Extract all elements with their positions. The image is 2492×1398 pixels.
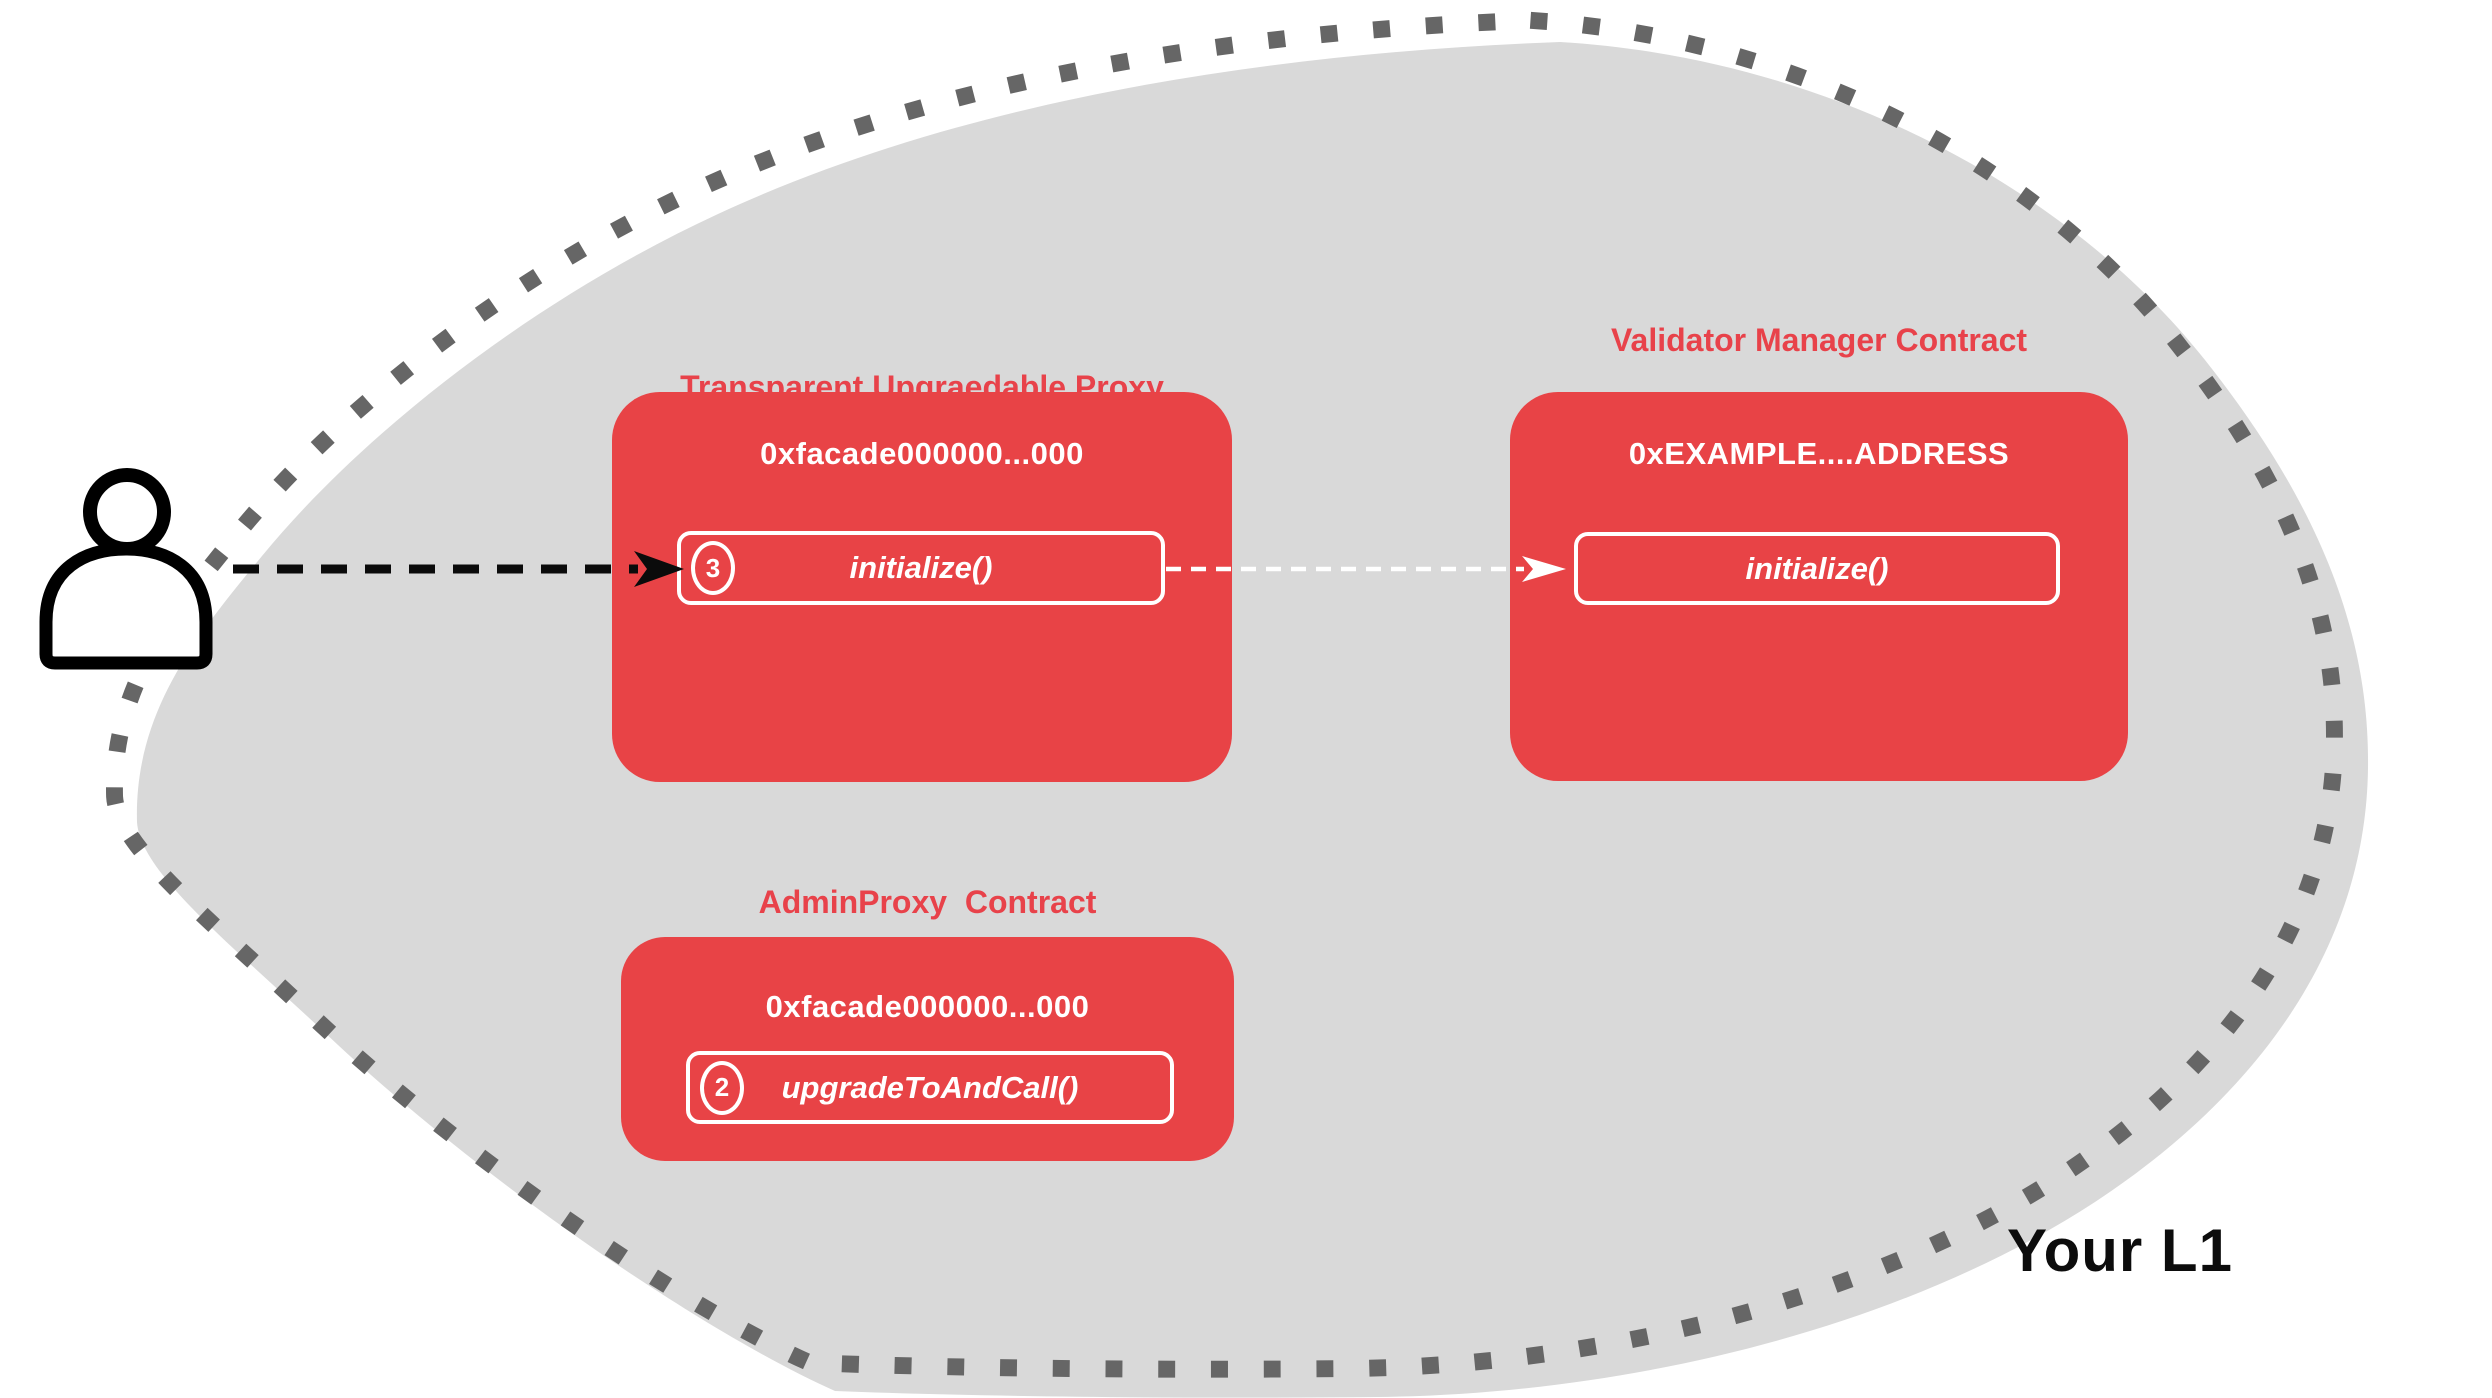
validator-manager-initialize-label: initialize() bbox=[1745, 550, 1889, 586]
admin-proxy-address: 0xfacade000000...000 bbox=[765, 989, 1090, 1024]
step-3-badge: 3 bbox=[691, 541, 735, 595]
proxy-initialize-button: 3 initialize() bbox=[677, 531, 1165, 605]
validator-manager-title: Validator Manager Contract bbox=[1610, 322, 2028, 358]
upgrade-to-and-call-label: upgradeToAndCall() bbox=[781, 1069, 1079, 1105]
proxy-contract-address: 0xfacade000000...000 bbox=[760, 436, 1084, 471]
validator-manager-address: 0xEXAMPLE....ADDRESS bbox=[1628, 436, 2010, 471]
proxy-initialize-label: initialize() bbox=[849, 550, 993, 585]
admin-proxy-title: AdminProxy Contract bbox=[758, 884, 1097, 920]
upgrade-to-and-call-button: 2 upgradeToAndCall() bbox=[686, 1051, 1174, 1124]
proxy-contract-box: 0xfacade000000...000 3 initialize() bbox=[612, 392, 1232, 782]
step-2-badge: 2 bbox=[700, 1060, 744, 1115]
admin-proxy-box: 0xfacade000000...000 2 upgradeToAndCall(… bbox=[621, 937, 1234, 1161]
region-label: Your L1 bbox=[2007, 1217, 2233, 1284]
validator-manager-initialize-button: initialize() bbox=[1574, 532, 2060, 605]
l1-blob-dotted-border bbox=[106, 11, 2343, 1378]
validator-manager-box: 0xEXAMPLE....ADDRESS initialize() bbox=[1510, 392, 2128, 781]
